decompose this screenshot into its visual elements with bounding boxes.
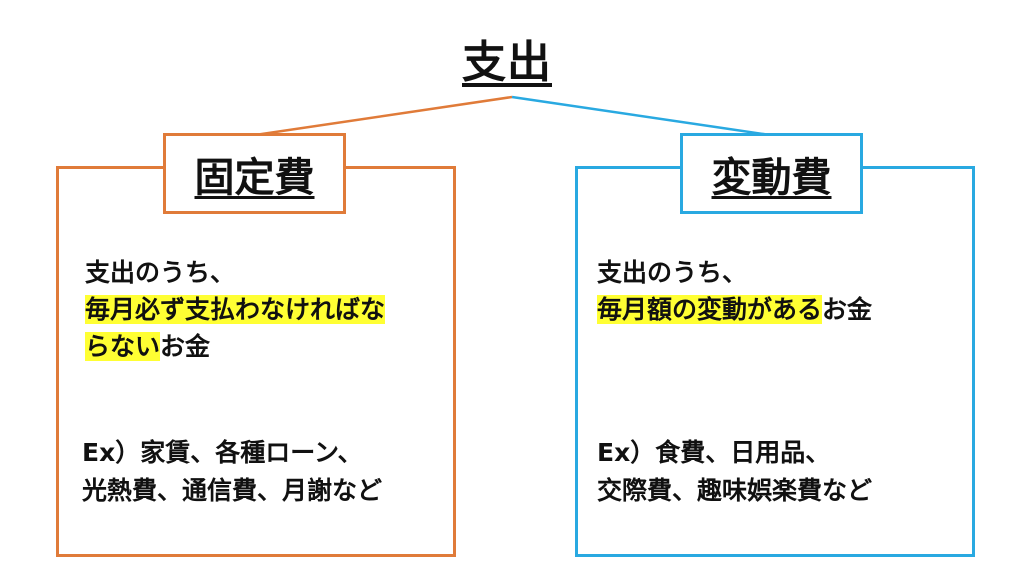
fixed-cost-examples: Ex）家賃、各種ローン、 光熱費、通信費、月謝など [82,434,382,510]
fixed-cost-description: 支出のうち、 毎月必ず支払わなければな らないお金 [85,254,445,365]
variable-cost-description: 支出のうち、 毎月額の変動があるお金 [597,254,957,328]
fixed-example-line-2: 光熱費、通信費、月謝など [82,476,383,505]
variable-desc-rest: お金 [822,295,873,324]
variable-desc-highlight: 毎月額の変動がある [597,295,823,324]
variable-cost-label-box: 変動費 [680,133,863,214]
variable-cost-label: 変動費 [711,154,832,201]
fixed-desc-rest: お金 [160,332,211,361]
connector-to-variable [511,95,771,137]
fixed-desc-line-3: らないお金 [85,328,445,365]
fixed-example-line-1: Ex）家賃、各種ローン、 [82,438,363,467]
fixed-desc-line-1: 支出のうち、 [85,258,236,287]
fixed-desc-highlight-2: らない [85,332,161,361]
fixed-desc-line-2: 毎月必ず支払わなければな [85,291,445,328]
variable-cost-examples: Ex）食費、日用品、 交際費、趣味娯楽費など [597,434,872,510]
fixed-desc-highlight-1: 毎月必ず支払わなければな [85,295,386,324]
fixed-cost-label-box: 固定費 [163,133,346,214]
variable-desc-line-2: 毎月額の変動があるお金 [597,291,957,328]
variable-example-line-2: 交際費、趣味娯楽費など [597,476,873,505]
diagram-title: 支出 [462,37,552,88]
variable-desc-line-1: 支出のうち、 [597,258,748,287]
variable-example-line-1: Ex）食費、日用品、 [597,438,831,467]
fixed-cost-label: 固定費 [194,154,315,201]
connector-to-fixed [254,95,513,137]
